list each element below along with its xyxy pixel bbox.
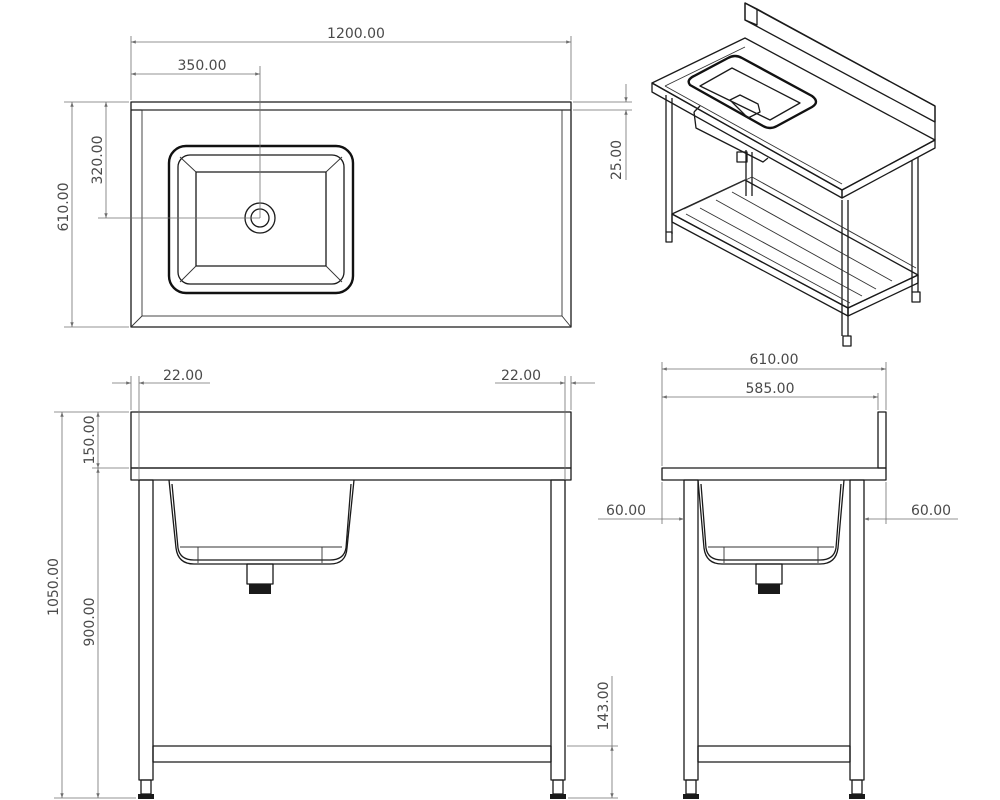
sink-bowl-rim [177,154,345,285]
side-sink-bowl [697,479,845,565]
front-view: 22.00 22.00 150.00 1050.00 900.00 143.00 [46,368,618,799]
dim-worktop-height: 900.00 [82,598,98,647]
dim-drain-offset-x: 350.00 [178,58,227,74]
front-leg-right [550,479,566,781]
sink-bowl-outer [167,144,355,295]
front-worktop [130,467,572,481]
side-view: 610.00 585.00 60.00 60.00 [598,352,958,799]
dim-upstand-thickness: 25.00 [609,140,625,180]
isometric-view [651,2,936,347]
top-view-inner-edge [141,109,563,317]
side-lower-shelf [697,745,851,763]
dim-right-setback: 60.00 [911,503,951,519]
dim-upstand-height: 150.00 [82,416,98,465]
dim-side-overall-depth: 610.00 [750,352,799,368]
side-leg-right [849,479,865,781]
iso-sink-bowl [687,54,818,130]
dim-right-overhang: 22.00 [501,368,541,384]
front-upstand [130,411,572,469]
side-worktop [661,467,887,481]
sink-bowl-floor [195,171,327,267]
top-view-outline [130,101,572,328]
front-leg-left [138,479,154,781]
dim-left-setback: 60.00 [606,503,646,519]
dim-inner-depth: 585.00 [746,381,795,397]
dim-top-overall-depth: 610.00 [56,183,72,232]
side-leg-left [683,479,699,781]
dim-shelf-height: 143.00 [596,682,612,731]
dim-overall-width: 1200.00 [327,26,385,42]
top-view: 1200.00 350.00 320.00 610.00 25.00 [56,26,632,328]
iso-upstand [744,2,936,123]
front-sink-bowl [168,479,355,565]
dim-drain-offset-y: 320.00 [90,136,106,185]
dim-left-overhang: 22.00 [163,368,203,384]
side-upstand [877,411,887,469]
dim-overall-height: 1050.00 [46,558,62,616]
front-lower-shelf [152,745,552,763]
